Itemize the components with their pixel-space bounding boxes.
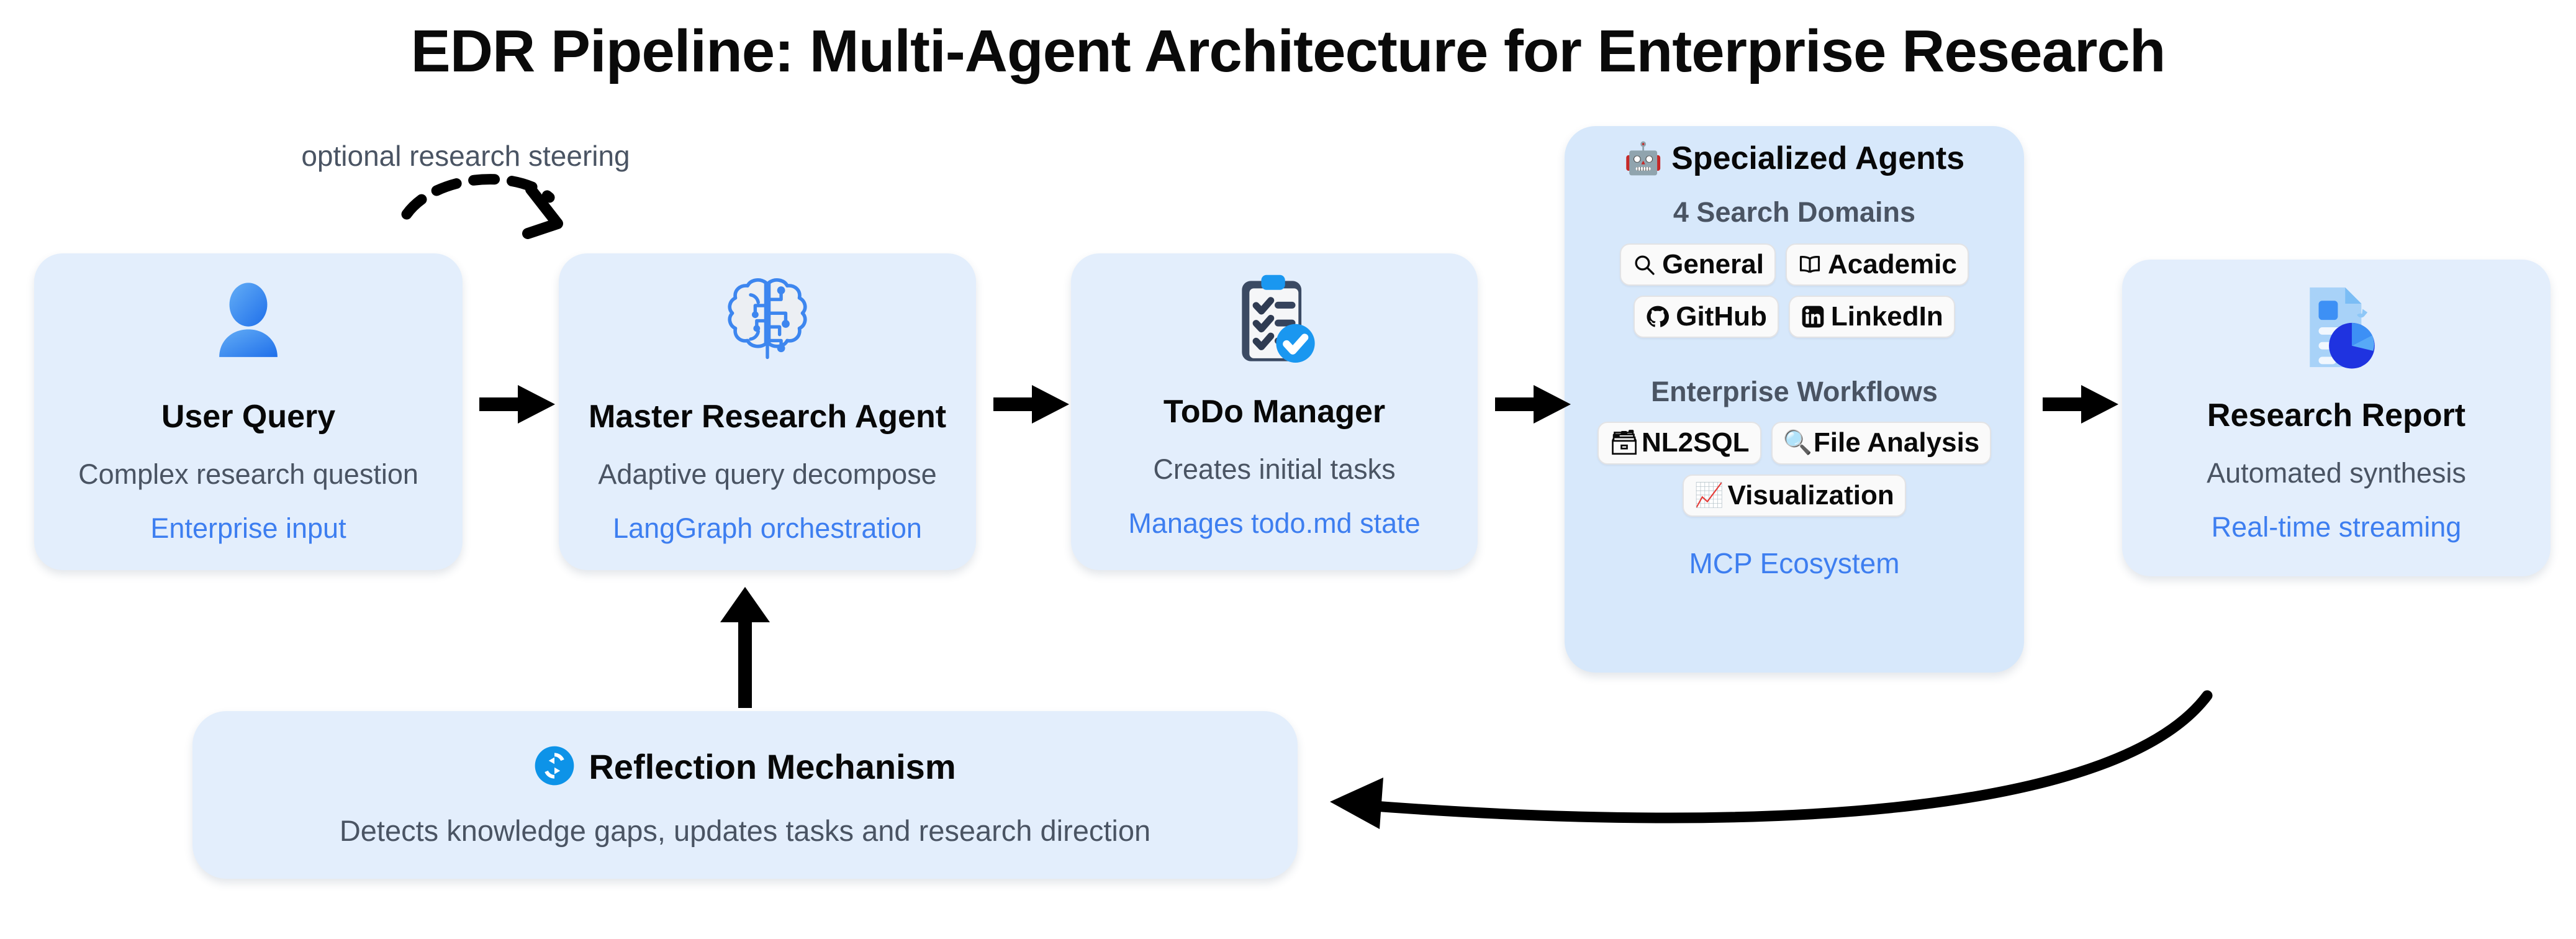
node-master-research-agent[interactable]: Master Research Agent Adaptive query dec… — [559, 253, 976, 570]
github-icon — [1645, 304, 1670, 329]
node-title: Master Research Agent — [588, 399, 947, 435]
document-magnifier-icon: 🔍 — [1783, 430, 1812, 456]
flow-arrow-report-to-reflection — [1330, 690, 2213, 829]
node-subtitle: Adaptive query decompose — [598, 458, 937, 490]
chip-visualization[interactable]: 📈 Visualization — [1683, 474, 1906, 517]
section-search-domains: 4 Search Domains — [1673, 196, 1916, 228]
panel-title-row: 🤖 Specialized Agents — [1624, 142, 1964, 175]
open-book-icon — [1797, 252, 1822, 277]
node-subtitle: Creates initial tasks — [1153, 453, 1396, 485]
chip-label: LinkedIn — [1830, 301, 1943, 332]
steering-annotation-label: optional research steering — [301, 140, 630, 172]
database-sql-icon: 🗃 — [1609, 430, 1639, 456]
reflection-header: Reflection Mechanism — [534, 745, 956, 789]
node-title: Research Report — [2207, 397, 2466, 433]
node-todo-manager[interactable]: ToDo Manager Creates initial tasks Manag… — [1071, 253, 1478, 570]
node-accent-text: Enterprise input — [150, 512, 346, 544]
panel-title: Specialized Agents — [1671, 140, 1965, 176]
section-enterprise-workflows: Enterprise Workflows — [1651, 376, 1938, 408]
bar-chart-icon: 📈 — [1694, 482, 1724, 509]
chip-label: General — [1662, 249, 1764, 279]
chip-academic[interactable]: Academic — [1785, 243, 1969, 286]
chip-nl2sql[interactable]: 🗃 NL2SQL — [1597, 422, 1761, 465]
page-title: EDR Pipeline: Multi-Agent Architecture f… — [410, 18, 2166, 84]
flow-arrow-agents-to-report — [2043, 385, 2118, 424]
node-user-query[interactable]: User Query Complex research question Ent… — [34, 253, 463, 570]
node-title: ToDo Manager — [1163, 394, 1386, 430]
magnifier-icon — [1632, 252, 1656, 277]
chip-github[interactable]: GitHub — [1634, 296, 1779, 338]
clipboard-checklist-icon — [1228, 272, 1321, 373]
chip-linkedin[interactable]: LinkedIn — [1788, 296, 1955, 338]
brain-circuit-icon — [718, 272, 817, 376]
report-piechart-icon — [2289, 281, 2384, 377]
chip-label: Visualization — [1727, 479, 1894, 510]
node-accent-text: Manages todo.md state — [1128, 507, 1421, 539]
chip-label: GitHub — [1676, 301, 1767, 332]
chip-label: File Analysis — [1813, 427, 1980, 458]
flow-arrow-todo-to-agents — [1495, 385, 1571, 424]
chip-file-analysis[interactable]: 🔍 File Analysis — [1771, 422, 1992, 465]
refresh-cycle-icon — [534, 745, 575, 789]
workflow-row-1: 🗃 NL2SQL 🔍 File Analysis — [1565, 422, 2024, 465]
node-subtitle: Complex research question — [78, 458, 418, 490]
panel-accent-text: MCP Ecosystem — [1689, 547, 1900, 579]
chip-label: Academic — [1827, 249, 1957, 279]
workflow-row-2: 📈 Visualization — [1565, 474, 2024, 517]
panel-specialized-agents[interactable]: 🤖 Specialized Agents 4 Search Domains Ge… — [1565, 126, 2024, 673]
node-reflection-mechanism[interactable]: Reflection Mechanism Detects knowledge g… — [192, 711, 1298, 879]
node-accent-text: LangGraph orchestration — [613, 512, 922, 544]
flow-arrow-reflection-to-master — [720, 587, 770, 708]
node-title: User Query — [161, 399, 336, 435]
reflection-title: Reflection Mechanism — [589, 746, 956, 786]
node-research-report[interactable]: Research Report Automated synthesis Real… — [2122, 260, 2551, 576]
flow-arrow-user-to-master — [479, 385, 555, 424]
node-accent-text: Real-time streaming — [2211, 511, 2462, 543]
node-subtitle: Automated synthesis — [2207, 457, 2466, 489]
robot-icon: 🤖 — [1624, 141, 1663, 176]
chip-general[interactable]: General — [1620, 243, 1776, 286]
search-domain-row-2: GitHub LinkedIn — [1565, 296, 2024, 338]
linkedin-icon — [1801, 304, 1825, 329]
search-domain-row-1: General Academic — [1565, 243, 2024, 286]
steering-dashed-arrow — [401, 174, 563, 239]
user-avatar-icon — [202, 277, 295, 373]
chip-label: NL2SQL — [1641, 427, 1750, 458]
flow-arrow-master-to-todo — [993, 385, 1069, 424]
reflection-subtitle: Detects knowledge gaps, updates tasks an… — [339, 814, 1151, 847]
